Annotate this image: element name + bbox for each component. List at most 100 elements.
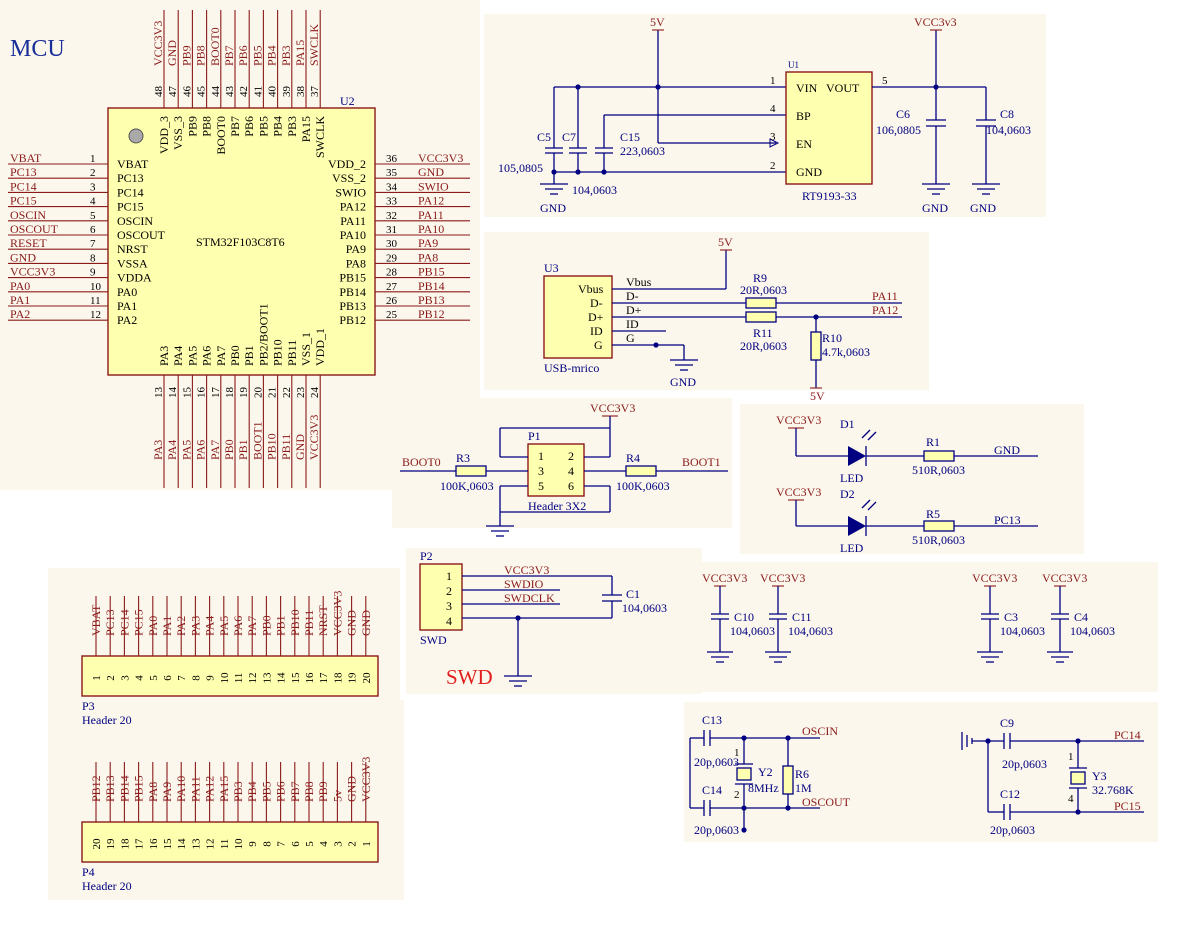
mcu-left-pin-name: PA1 [117, 299, 137, 313]
usb-section: U3 USB-mrico Vbus D- D+ ID G Vbus D- D+ … [543, 235, 902, 403]
p4-pin-net: 5v [330, 790, 344, 802]
p2-designator: P2 [420, 549, 433, 563]
mcu-bottom-pin-num: 19 [238, 387, 250, 399]
p1-pin1: 1 [538, 449, 544, 463]
mcu-top-pin-num: 45 [196, 86, 208, 98]
p4-pins: PB1220PB1319PB1418PB1517PA816PA915PA1014… [89, 757, 373, 850]
p4-pin-net: PA10 [174, 776, 188, 802]
mcu-left-net: PA0 [10, 279, 30, 293]
p4-pin-net: PA8 [146, 782, 160, 802]
boot0-net: BOOT0 [402, 455, 441, 469]
p3-header: P3 Header 20 VBAT1PC132PC143PC154PA05PA1… [81, 591, 379, 727]
y2-pin1: 1 [734, 747, 740, 759]
mcu-left-pin-name: PC14 [117, 185, 144, 199]
u1-pin5-num: 5 [882, 75, 888, 87]
mcu-left-pin-name: VDDA [117, 271, 152, 285]
c14-val: 20p,0603 [694, 823, 739, 837]
y2-ref: Y2 [758, 765, 773, 779]
mcu-left-net: OSCOUT [10, 222, 59, 236]
mcu-bottom-pin-name: PA7 [214, 346, 228, 366]
mcu-top-pin-name: VDD_3 [157, 116, 171, 154]
p3-pin-num: 17 [318, 672, 330, 684]
p4-pin-num: 4 [318, 841, 330, 847]
decap-ref: C11 [792, 610, 812, 624]
mcu-left-pin-name: NRST [117, 242, 148, 256]
p4-designator: P4 [82, 865, 95, 879]
mcu-right-pin-name: PB14 [339, 285, 366, 299]
crystal-ls-section: C9 20p,0603 C12 20p,0603 Y3 32.768K 1 4 … [961, 716, 1144, 837]
c5-val: 105,0805 [498, 161, 543, 175]
p2-pin4: 4 [446, 614, 452, 628]
mcu-top-net: PB5 [250, 45, 264, 66]
mcu-top-net: VCC3V3 [151, 21, 165, 66]
c6-val: 106,0805 [876, 123, 921, 137]
p3-pin-num: 18 [332, 672, 344, 684]
mcu-bottom-pin-num: 13 [153, 387, 165, 399]
mcu-top-net: PB4 [265, 45, 279, 66]
mcu-right-net: GND [418, 165, 444, 179]
p4-pin-net: PB13 [103, 775, 117, 802]
p1-pin5: 5 [538, 479, 544, 493]
p3-pin-net: PA1 [160, 616, 174, 636]
mcu-left-net: GND [10, 250, 36, 264]
y2-val: 8MHz [748, 781, 779, 795]
r5-val: 510R,0603 [912, 533, 965, 547]
mcu-top-pin-name: PB8 [200, 116, 214, 137]
p3-pin-num: 1 [91, 675, 103, 681]
p3-pin-net: NRST [316, 605, 330, 636]
p4-pin-net: PA11 [188, 776, 202, 802]
mcu-left-pin-name: PA2 [117, 313, 137, 327]
mcu-bottom-net: PA4 [165, 440, 179, 460]
mcu-bottom-net: PB0 [222, 439, 236, 460]
mcu-left-net: PC13 [10, 165, 37, 179]
mcu-right-pin-num: 34 [386, 181, 398, 193]
usb-gnd: GND [670, 375, 696, 389]
mcu-left-net: PA1 [10, 293, 30, 307]
p4-pin-num: 7 [276, 841, 288, 847]
mcu-left-pin-num: 4 [90, 196, 96, 208]
p1-pin6: 6 [568, 479, 574, 493]
mcu-right-net: PB13 [418, 293, 445, 307]
swd-net-vcc: VCC3V3 [504, 563, 549, 577]
y3-val: 32.768K [1092, 783, 1134, 797]
p3-pin-num: 3 [119, 675, 131, 681]
mcu-right-pin-num: 32 [386, 210, 397, 222]
c14-ref: C14 [702, 783, 722, 797]
r10-val: 4.7k,0603 [822, 345, 870, 359]
mcu-top-pin-name: PB4 [271, 116, 285, 137]
pc14-net: PC14 [1114, 728, 1141, 742]
mcu-right-net: PA8 [418, 250, 438, 264]
mcu-top-pin-num: 40 [267, 86, 279, 98]
p1-pin4: 4 [568, 464, 574, 478]
p1-pin2: 2 [568, 449, 574, 463]
mcu-bottom-pin-num: 15 [181, 387, 193, 399]
p3-pin-num: 13 [261, 672, 273, 684]
pc15-net: PC15 [1114, 799, 1141, 813]
mcu-title: MCU [10, 36, 65, 62]
mcu-left-pin-num: 5 [90, 210, 96, 222]
p3-pin-net: PC15 [132, 609, 146, 636]
mcu-top-pin-name: PB9 [185, 116, 199, 137]
p3-part: Header 20 [82, 713, 132, 727]
mcu-top-net: SWCLK [307, 24, 321, 66]
mcu-right-pin-num: 26 [386, 295, 398, 307]
y3-ref: Y3 [1092, 769, 1107, 783]
mcu-left-pin-num: 12 [90, 309, 101, 321]
usb-out-dp: PA12 [872, 303, 898, 317]
p3-pin-net: GND [359, 610, 373, 636]
p4-pin-num: 15 [162, 838, 174, 850]
p1-designator: P1 [528, 429, 541, 443]
mcu-bottom-net: PA5 [179, 440, 193, 460]
usb-part: USB-mrico [544, 361, 599, 375]
p3-pin-net: VBAT [89, 604, 103, 636]
usb-pin-dm: D- [590, 296, 603, 310]
mcu-left-pin-num: 8 [90, 252, 96, 264]
mcu-right-net: PB14 [418, 279, 445, 293]
mcu-left-net: OSCIN [10, 208, 46, 222]
mcu-left-pin-name: VBAT [117, 157, 149, 171]
p4-pin-num: 10 [233, 838, 245, 850]
p3-pin-num: 20 [361, 672, 373, 684]
mcu-left-net: VBAT [10, 151, 42, 165]
p4-pin-num: 16 [148, 838, 160, 850]
